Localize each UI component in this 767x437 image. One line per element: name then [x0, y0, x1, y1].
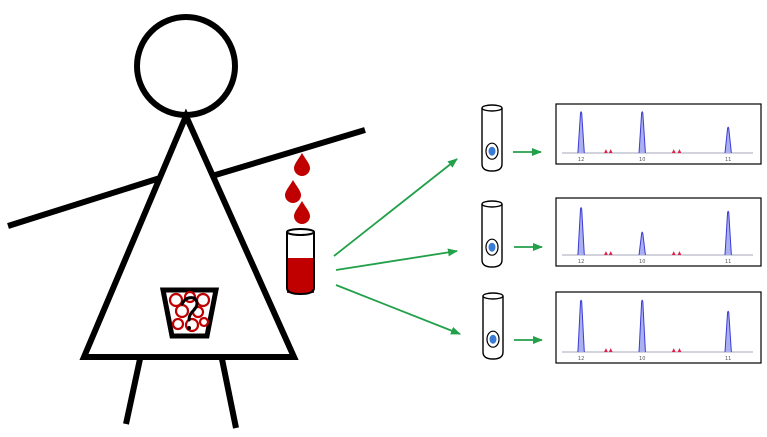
blood-drop-icon: [294, 153, 310, 176]
blood-tube-rim: [286, 228, 315, 236]
allele-peak: [724, 126, 732, 154]
question-mark-glyph: [180, 296, 199, 322]
blood-drop-icon: [285, 180, 301, 203]
tube-rim: [481, 200, 503, 208]
allele-tick-label: 12: [578, 356, 584, 362]
single-cell-tube-icon: [482, 292, 504, 360]
blood-tube-icon: [286, 228, 315, 296]
stutter-mark: [671, 348, 676, 353]
allele-tick-label: 12: [578, 259, 584, 265]
cell-nucleus: [489, 334, 497, 344]
uterus-with-mixed-cells-icon: [159, 287, 220, 339]
blood-tube-fill: [287, 258, 314, 293]
figure-right-arm: [211, 127, 366, 179]
allele-peak: [638, 231, 646, 256]
electropherogram-panel: 12 10 11: [555, 103, 762, 165]
allele-peak: [724, 210, 732, 256]
stick-figure-woman-icon: [7, 14, 366, 429]
allele-peak: [638, 299, 646, 353]
electropherogram-panel: 12 10 11: [555, 197, 762, 267]
stutter-mark: [677, 348, 682, 353]
blood-tube-outline: [286, 232, 315, 296]
arrow-to-tube-3: [335, 284, 461, 335]
cell-nucleus: [488, 242, 496, 252]
single-cell-tube-icon: [481, 200, 503, 268]
figure-left-arm: [7, 175, 161, 229]
cell-nucleus: [488, 146, 496, 156]
blood-drops: [285, 153, 310, 224]
allele-tick-label: 11: [725, 356, 731, 362]
single-cell-tubes: [481, 104, 504, 360]
stutter-mark: [604, 149, 608, 154]
single-cell-tube-icon: [481, 104, 503, 172]
arrow-to-tube-2: [335, 248, 458, 271]
tube-rim: [481, 104, 503, 112]
arrow-to-tube-1: [333, 158, 458, 257]
tube-outline: [481, 204, 503, 268]
allele-peak: [724, 310, 732, 353]
stutter-mark: [671, 251, 676, 256]
result-arrows: [513, 148, 543, 344]
question-mark-dot: [187, 326, 191, 330]
stutter-mark: [677, 149, 682, 154]
allele-tick-label: 10: [639, 259, 645, 265]
stutter-mark: [604, 348, 608, 353]
blood-drop-icon: [294, 201, 310, 224]
allele-peak: [577, 299, 585, 353]
allele-tick-label: 10: [639, 157, 645, 163]
allele-tick-label: 10: [639, 356, 645, 362]
allele-tick-label: 11: [725, 157, 731, 163]
allele-peak: [577, 111, 585, 154]
allele-tick-label: 11: [725, 259, 731, 265]
stutter-mark: [677, 251, 682, 256]
figure-head: [134, 14, 238, 118]
figure-right-leg: [219, 358, 239, 429]
figure-body: [79, 108, 299, 360]
stutter-mark: [608, 251, 613, 256]
allele-peak: [577, 207, 585, 256]
sorting-arrows: [333, 158, 461, 335]
allele-peak: [638, 111, 646, 154]
stutter-mark: [608, 149, 613, 154]
allele-tick-label: 12: [578, 157, 584, 163]
figure-left-leg: [123, 358, 143, 425]
stutter-mark: [608, 348, 613, 353]
electropherograms: 12 10 11 12 10 11 12 10 11: [555, 103, 762, 364]
tube-outline: [482, 296, 504, 360]
stutter-mark: [671, 149, 676, 154]
tube-rim: [482, 292, 504, 300]
electropherogram-frame: [555, 103, 762, 165]
tube-outline: [481, 108, 503, 172]
electropherogram-panel: 12 10 11: [555, 291, 762, 364]
stutter-mark: [604, 251, 608, 256]
